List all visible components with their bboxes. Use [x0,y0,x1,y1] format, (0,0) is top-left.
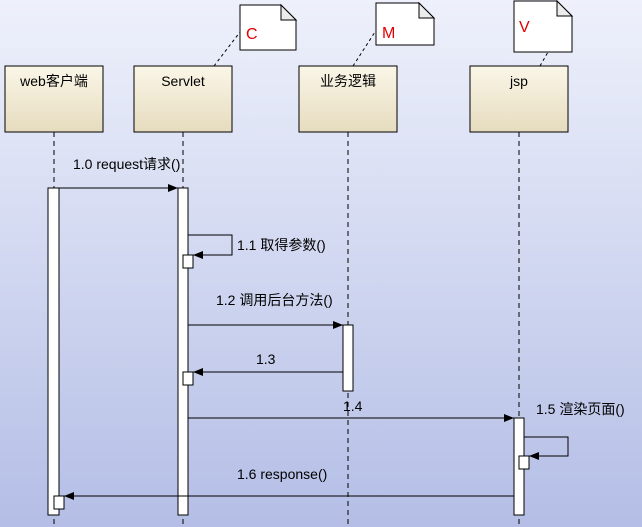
note-connector-c [213,31,241,67]
message-label-1-0: 1.0 request请求() [73,156,180,172]
lifeline-box-web[interactable]: web客户端 [4,65,104,133]
note-c: C [239,3,298,51]
activation-biz [342,324,354,392]
lifeline-box-jsp[interactable]: jsp [469,65,569,133]
activation-web-return [53,495,65,510]
lifeline-box-servlet[interactable]: Servlet [133,65,233,133]
message-label-1-4: 1.4 [343,398,363,414]
message-label-1-5: 1.5 渲染页面() [536,401,625,417]
message-arrow-1-1 [188,234,233,259]
lifeline-label-biz: 业务逻辑 [320,73,376,89]
note-v-label: V [519,19,530,36]
message-arrow-1-5 [524,436,569,460]
message-label-1-6: 1.6 response() [237,466,327,482]
lifeline-label-jsp: jsp [509,73,528,89]
activation-servlet-self-1 [182,254,194,269]
lifeline-label-servlet: Servlet [161,73,205,89]
note-connector-m [352,31,376,67]
message-label-1-3: 1.3 [256,351,276,367]
note-connector-v [539,51,549,67]
note-v: V [513,0,574,53]
note-m: M [375,1,436,46]
note-m-label: M [382,25,395,42]
lifeline-box-biz[interactable]: 业务逻辑 [298,65,398,133]
activation-web [47,187,60,516]
activation-servlet [177,187,189,516]
activation-servlet-return [182,371,194,386]
lifeline-label-web: web客户端 [19,73,88,89]
activation-jsp-self [518,455,530,470]
message-label-1-2: 1.2 调用后台方法() [216,292,333,308]
message-label-1-1: 1.1 取得参数() [237,237,326,253]
note-c-label: C [246,26,258,43]
